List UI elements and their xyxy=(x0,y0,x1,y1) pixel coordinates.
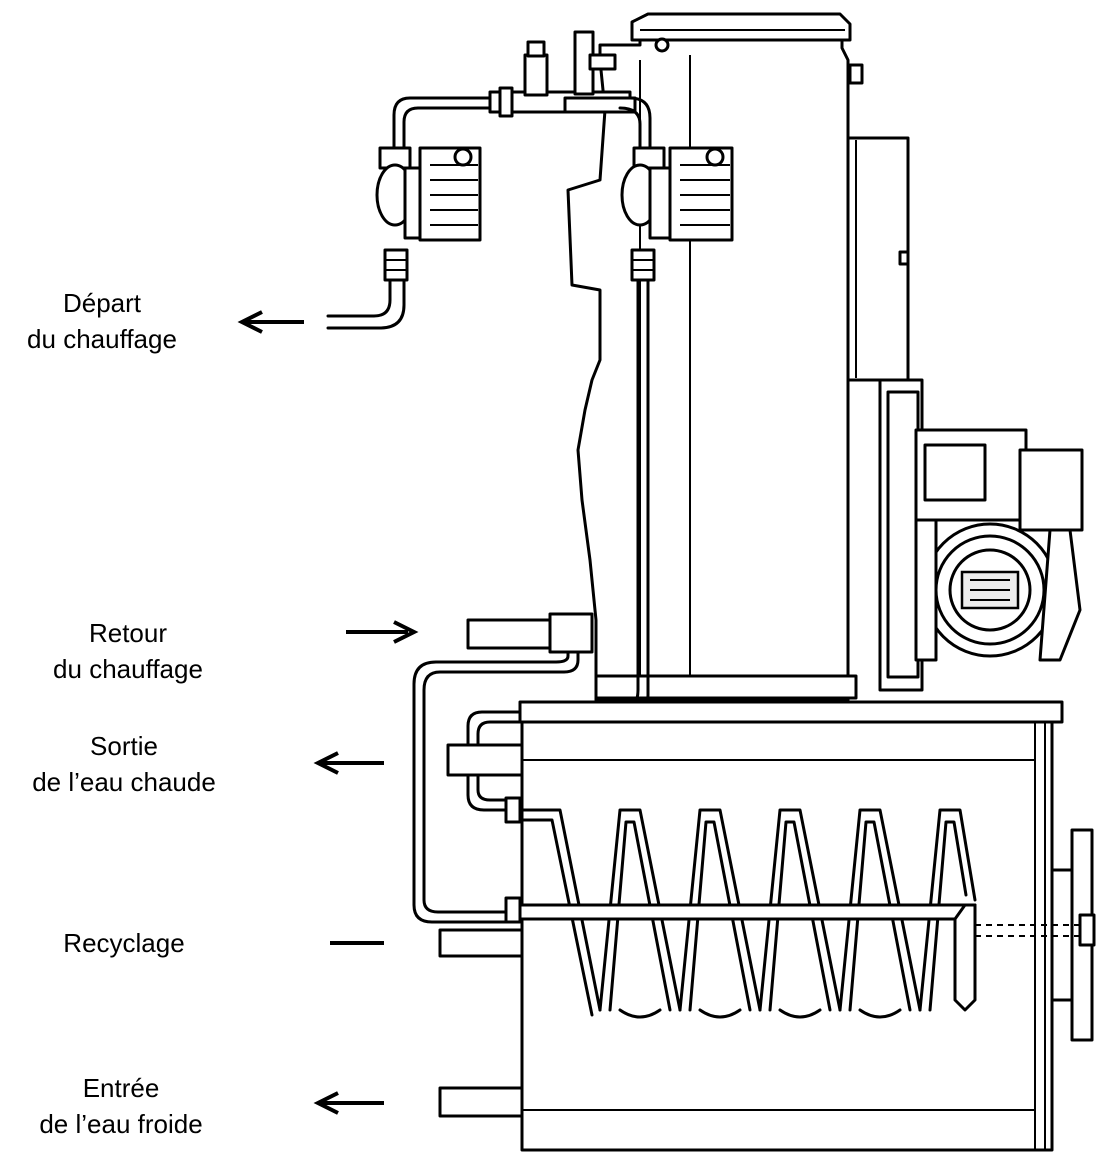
pipe-network-upper xyxy=(392,96,652,152)
label-retour-line1: Retour xyxy=(88,618,168,648)
label-retour: Retour du chauffage xyxy=(53,615,203,687)
label-sortie: Sortie de l’eau chaude xyxy=(32,728,216,800)
hot-water-tank xyxy=(518,700,1096,1152)
pipe-depart xyxy=(326,278,406,330)
label-depart-line1: Départ xyxy=(62,288,142,318)
arrow-sortie xyxy=(313,751,384,775)
arrow-retour xyxy=(346,620,419,644)
arrow-entree xyxy=(313,1091,384,1115)
heating-coil xyxy=(518,808,977,1019)
label-sortie-line1: Sortie xyxy=(90,731,158,761)
pump-left xyxy=(375,146,482,282)
arrow-depart xyxy=(237,310,304,334)
label-retour-line2: du chauffage xyxy=(53,654,203,684)
retour-connector xyxy=(412,612,594,924)
label-entree-line2: de l’eau froide xyxy=(39,1109,203,1139)
label-recyclage-text: Recyclage xyxy=(63,928,185,958)
burner xyxy=(878,378,1084,692)
tank-stubs xyxy=(438,743,524,1118)
label-entree: Entrée de l’eau froide xyxy=(39,1070,202,1142)
pump-right xyxy=(620,146,734,282)
manifold xyxy=(488,30,670,118)
label-sortie-line2: de l’eau chaude xyxy=(32,767,216,797)
label-recyclage: Recyclage xyxy=(63,925,184,961)
boiler-body xyxy=(566,12,910,702)
label-entree-line1: Entrée xyxy=(82,1073,160,1103)
label-depart: Départ du chauffage xyxy=(27,285,177,357)
label-depart-line2: du chauffage xyxy=(27,324,177,354)
